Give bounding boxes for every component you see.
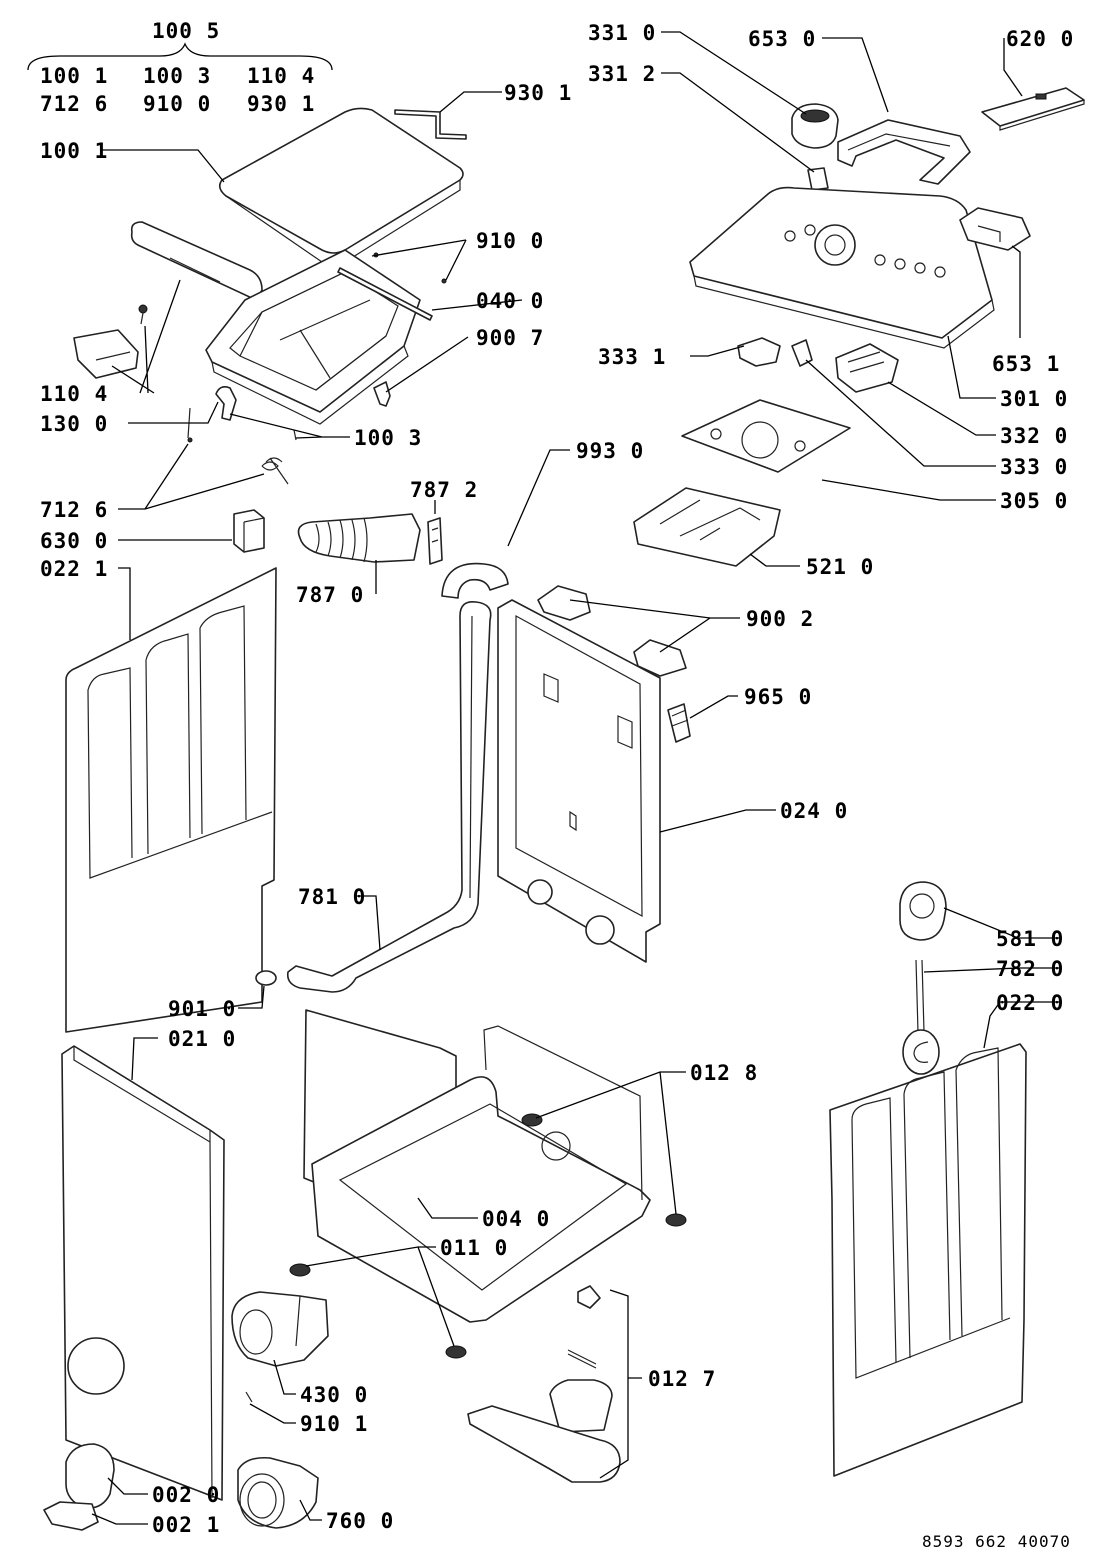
label-3331: 333 1 [598,345,666,369]
kit-item-9100: 910 0 [143,92,211,116]
label-9010: 901 0 [168,997,236,1021]
label-0127: 012 7 [648,1367,716,1391]
label-0021: 002 1 [152,1513,220,1537]
label-9002: 900 2 [746,607,814,631]
label-7872: 787 2 [410,478,478,502]
label-0110: 011 0 [440,1236,508,1260]
label-5810: 581 0 [996,927,1064,951]
label-3050: 305 0 [1000,489,1068,513]
label-7870: 787 0 [296,583,364,607]
label-1003: 100 3 [354,426,422,450]
kit-item-9301: 930 1 [247,92,315,116]
label-0128: 012 8 [690,1061,758,1085]
kit-group: 100 5 100 1 100 3 110 4 712 6 910 0 930 … [27,19,333,116]
label-6531: 653 1 [992,352,1060,376]
label-0221: 022 1 [40,557,108,581]
label-5210: 521 0 [806,555,874,579]
label-0210: 021 0 [168,1027,236,1051]
part-drawings [43,87,1085,1531]
kit-title: 100 5 [152,19,220,43]
label-3320: 332 0 [1000,424,1068,448]
label-7126: 712 6 [40,498,108,522]
label-0040: 004 0 [482,1207,550,1231]
label-7820: 782 0 [996,957,1064,981]
label-6200: 620 0 [1006,27,1074,51]
kit-item-1104: 110 4 [247,64,315,88]
label-9100: 910 0 [476,229,544,253]
label-1104: 110 4 [40,382,108,406]
label-7600: 760 0 [326,1509,394,1533]
label-6300: 630 0 [40,529,108,553]
label-9101: 910 1 [300,1412,368,1436]
label-9930: 993 0 [576,439,644,463]
document-number: 8593 662 40070 [922,1532,1071,1551]
label-4300: 430 0 [300,1383,368,1407]
label-0020: 002 0 [152,1483,220,1507]
label-3330: 333 0 [1000,455,1068,479]
part-labels: 930 1 100 1 910 0 040 0 900 7 110 4 130 … [40,21,1074,1537]
label-9650: 965 0 [744,685,812,709]
label-0400: 040 0 [476,289,544,313]
label-0240: 024 0 [780,799,848,823]
label-0220: 022 0 [996,991,1064,1015]
kit-item-7126: 712 6 [40,92,108,116]
label-1300: 130 0 [40,412,108,436]
label-3010: 301 0 [1000,387,1068,411]
label-3312: 331 2 [588,62,656,86]
label-6530: 653 0 [748,27,816,51]
label-3310: 331 0 [588,21,656,45]
label-9301: 930 1 [504,81,572,105]
leader-lines [91,31,1062,1525]
label-9007: 900 7 [476,326,544,350]
label-7810: 781 0 [298,885,366,909]
kit-item-1003: 100 3 [143,64,211,88]
kit-item-1001: 100 1 [40,64,108,88]
label-1001: 100 1 [40,139,108,163]
